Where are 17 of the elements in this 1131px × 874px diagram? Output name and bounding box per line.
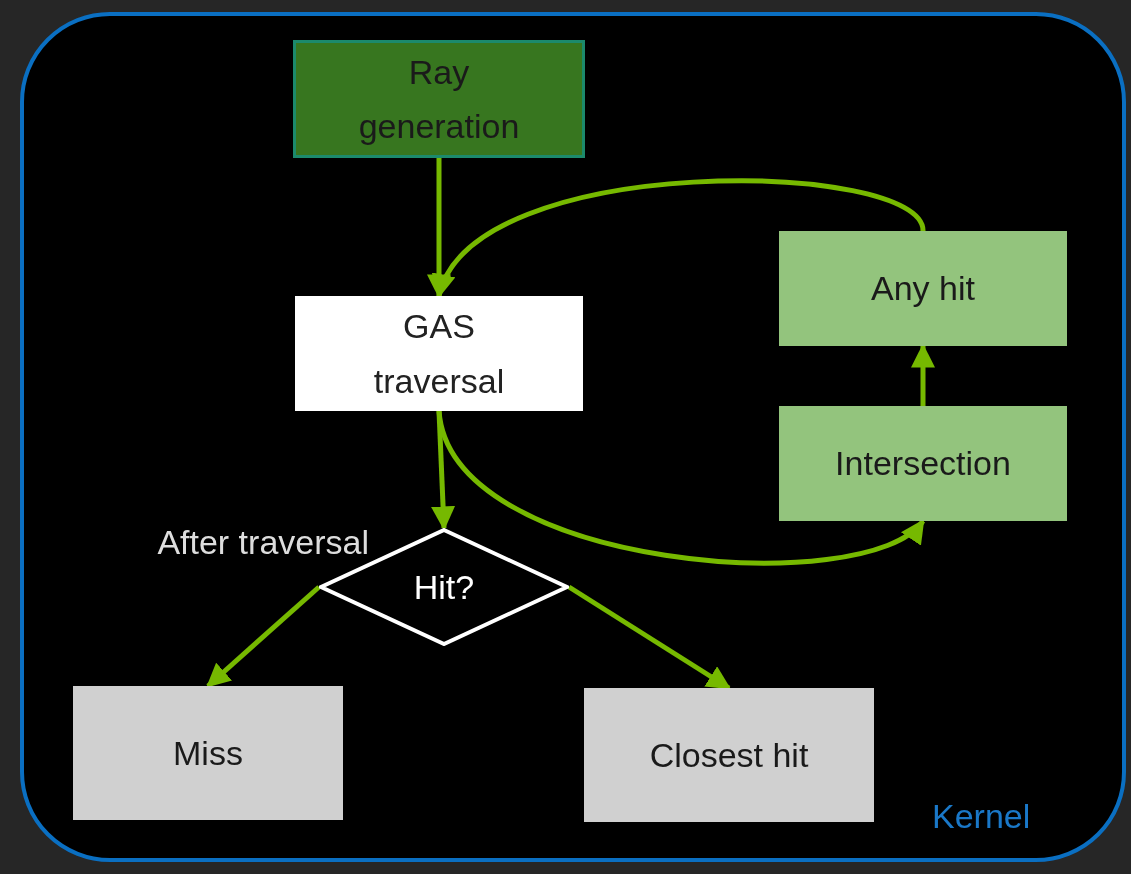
process-box [295,296,583,411]
node-label: Hit? [412,566,476,608]
arrow [206,585,321,688]
kernel-frame [20,12,1126,862]
arrow [436,410,925,566]
node-label: Ray generation [357,51,521,147]
node-label: Intersection [834,443,1012,485]
process-box [584,688,874,822]
process-box [293,40,585,158]
node-label: Miss [172,732,244,774]
node-label: GAS traversal [372,306,506,402]
process-box [779,406,1067,521]
process-box [73,686,343,820]
arrow [567,584,732,691]
frame-label: Kernel [932,799,1031,833]
node-label: Closest hit [648,734,810,776]
node-caption: After traversal [157,525,369,559]
